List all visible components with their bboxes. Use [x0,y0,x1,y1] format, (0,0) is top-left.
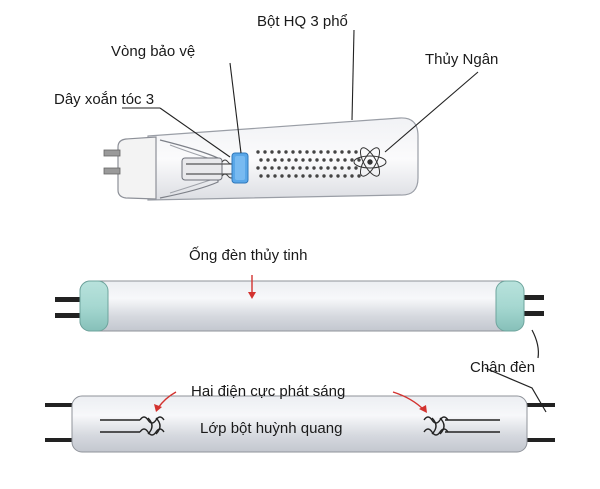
mercury-dot [312,166,316,170]
label-mercury: Thủy Ngân [425,51,498,68]
mercury-dot [333,150,337,154]
label-two-electrodes: Hai điện cực phát sáng [191,383,345,400]
mercury-dot [329,158,333,162]
mercury-dot [280,174,284,178]
mercury-dot [273,174,277,178]
mercury-dot [294,158,298,162]
mercury-dot [350,174,354,178]
mercury-dot [259,174,263,178]
mercury-dot [336,158,340,162]
mercury-dot [273,158,277,162]
mercury-dot [294,174,298,178]
mercury-dot [340,166,344,170]
mercury-dot [284,166,288,170]
mercury-dot [343,174,347,178]
glass-tube [55,275,544,332]
mercury-dot [291,166,295,170]
mercury-dot [298,150,302,154]
mercury-dot [308,174,312,178]
mercury-dot [308,158,312,162]
mercury-dot [322,158,326,162]
mercury-dot [350,158,354,162]
label-tri-coil-filament: Dây xoắn tóc 3 [54,91,154,108]
cutaway-tube [103,117,419,201]
label-lamp-base: Chân đèn [470,359,535,376]
label-phosphor-layer: Lớp bột huỳnh quang [200,420,342,437]
mercury-dot [347,150,351,154]
mercury-dot [305,166,309,170]
mercury-dot [322,174,326,178]
mercury-dot [312,150,316,154]
electrode-coil-left [139,416,165,436]
mercury-dot [301,158,305,162]
mercury-dot [340,150,344,154]
mercury-dot [333,166,337,170]
label-phosphor-3-spectrum: Bột HQ 3 phổ [257,13,348,30]
mercury-dot [284,150,288,154]
mercury-dot [315,158,319,162]
mercury-dot [277,166,281,170]
mercury-dot [319,166,323,170]
mercury-dot [347,166,351,170]
mercury-vapor-dots [256,150,361,178]
top-pin-2 [103,167,121,175]
top-pin-1 [103,149,121,157]
mercury-dot [256,166,260,170]
electrode-tube [45,329,555,453]
mercury-dot [336,174,340,178]
mercury-dot [266,158,270,162]
mercury-dot [315,174,319,178]
mercury-dot [287,174,291,178]
mercury-atom-icon [353,147,387,177]
mercury-dot [301,174,305,178]
label-glass-tube: Ống đèn thủy tinh [189,246,307,264]
mercury-dot [326,150,330,154]
mercury-dot [266,174,270,178]
mercury-dot [291,150,295,154]
mercury-dot [354,150,358,154]
mercury-dot [277,150,281,154]
mercury-dot [259,158,263,162]
mercury-dot [326,166,330,170]
mercury-dot [280,158,284,162]
electrode-coil-right [423,416,449,436]
mercury-dot [263,150,267,154]
mercury-dot [270,166,274,170]
mercury-dot [270,150,274,154]
mercury-dot [357,158,361,162]
label-guard-ring: Vòng bảo vệ [111,43,195,60]
tube-end-cap-left [79,280,109,332]
mercury-dot [305,150,309,154]
mercury-dot [354,166,358,170]
tube-end-cap-right [495,280,525,332]
mercury-dot [319,150,323,154]
mercury-dot [357,174,361,178]
mercury-dot [298,166,302,170]
mercury-dot [329,174,333,178]
mercury-dot [256,150,260,154]
mercury-dot [263,166,267,170]
mercury-dot [287,158,291,162]
mercury-dot [343,158,347,162]
